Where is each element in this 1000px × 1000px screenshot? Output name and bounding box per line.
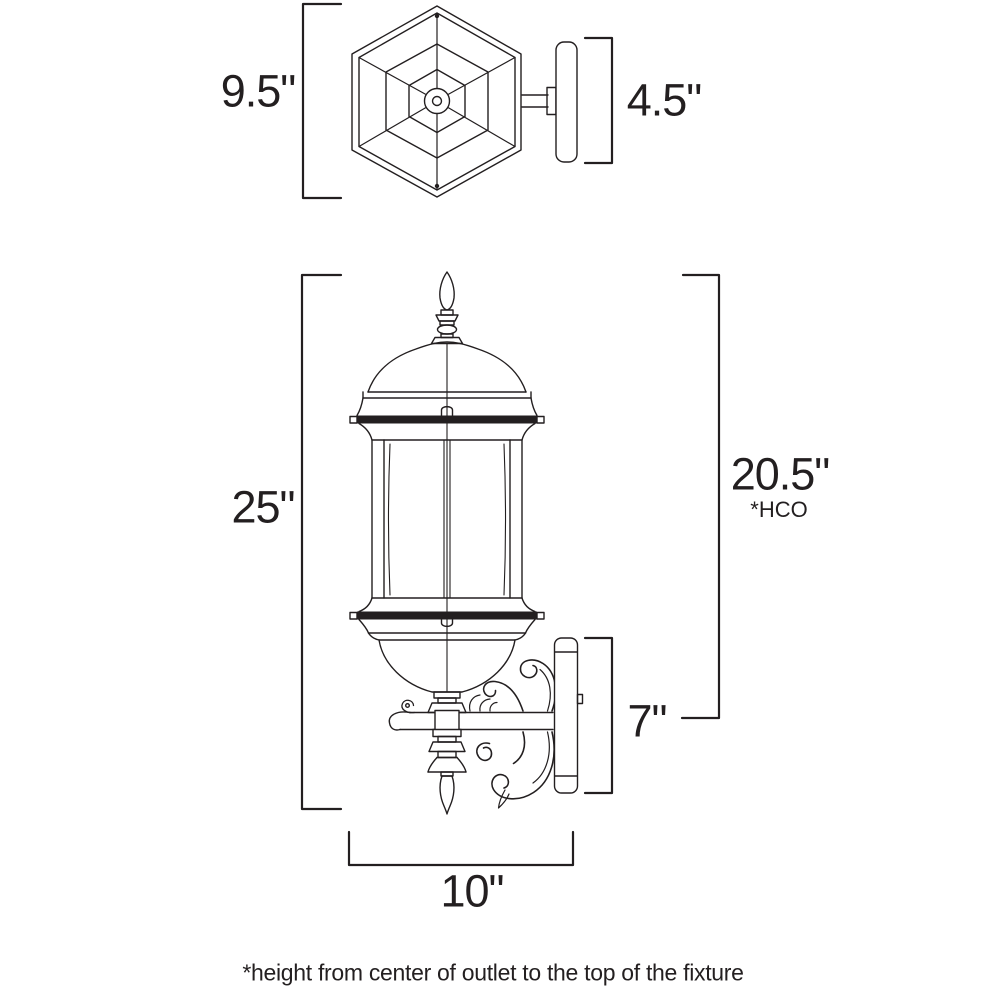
dim-label-hco-note: *HCO: [750, 497, 808, 522]
cage: [371, 439, 523, 599]
bracket-9-5: [301, 2, 343, 200]
footnote: *height from center of outlet to the top…: [242, 959, 744, 986]
scrollwork: [468, 659, 557, 809]
dome: [356, 341, 538, 417]
dim-label-backplate-height: 7": [627, 695, 667, 747]
arm-center-block: [434, 709, 460, 733]
top-band: [349, 405, 545, 441]
dim-label-top-width: 9.5": [220, 65, 297, 117]
top-dot-upper: [434, 13, 440, 19]
top-dot-lower: [434, 183, 440, 189]
stem-collar: [427, 691, 467, 714]
bottom-finial: [427, 728, 467, 815]
backplate: [553, 637, 584, 794]
bracket-4-5: [583, 36, 614, 165]
dim-label-hco-height: 20.5": [730, 448, 831, 500]
dim-label-fixture-width: 10": [440, 865, 504, 917]
bracket-10: [347, 830, 575, 867]
top-finial: [430, 271, 464, 345]
hexagon-outer: [351, 5, 522, 198]
lantern-top-view-drawing: [351, 5, 578, 198]
dim-label-top-depth: 4.5": [626, 74, 703, 126]
mounting-arm: [388, 699, 554, 733]
top-finial-ring: [423, 87, 451, 115]
bracket-25: [300, 273, 343, 811]
hexagon-spokes: [358, 13, 516, 190]
bottom-band: [349, 597, 545, 634]
lantern-side-view-drawing: [349, 271, 584, 815]
top-finial-hub: [431, 95, 443, 107]
bracket-7: [583, 636, 614, 795]
top-view-backplate: [555, 41, 578, 163]
dim-label-overall-height: 25": [231, 481, 295, 533]
top-view-arm: [521, 86, 557, 116]
bracket-20-5: [680, 273, 721, 720]
